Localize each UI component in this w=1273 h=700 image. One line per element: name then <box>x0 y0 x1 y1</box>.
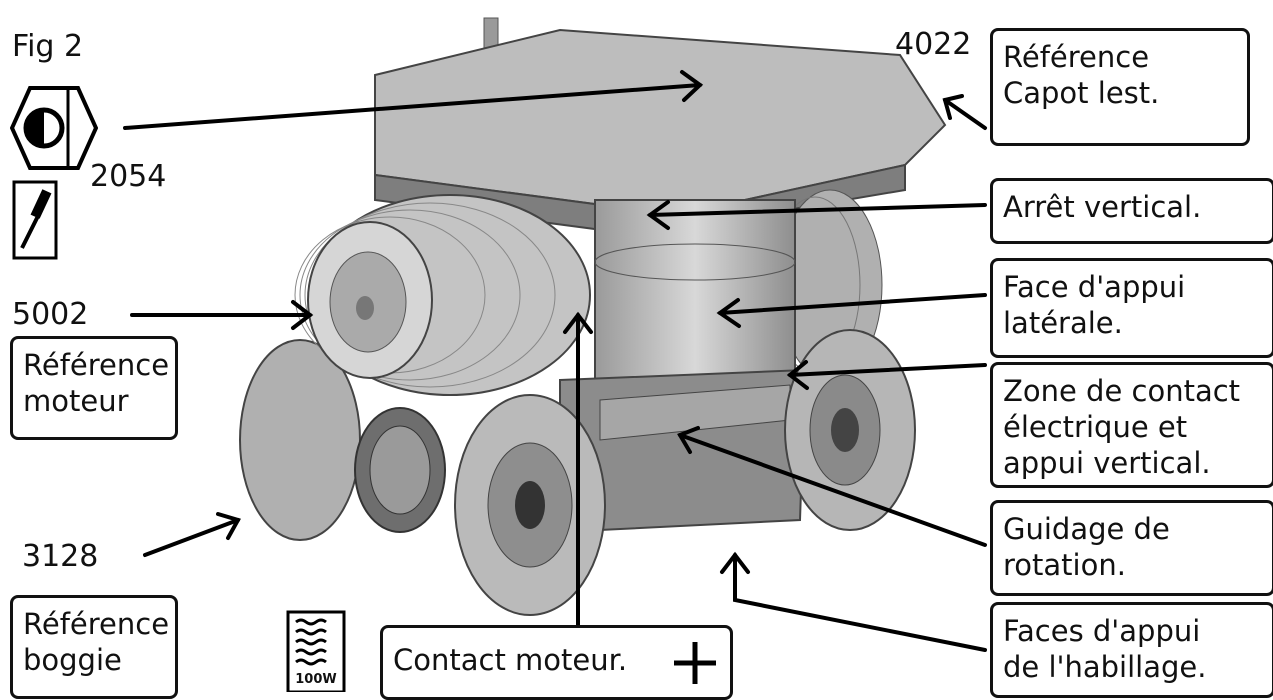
fairing-faces-line-1: Faces d'appui <box>1003 614 1201 648</box>
callout-arrows <box>123 70 987 652</box>
electric-contact-line-1: Zone de contact <box>1003 374 1241 408</box>
vertical-stop-callout: Arrêt vertical. <box>990 178 1273 244</box>
lateral-bearing-callout: Face d'appui latérale. <box>990 258 1273 358</box>
central-cylinder <box>594 199 796 401</box>
ballast-cover-line-1: Référence <box>1003 40 1150 74</box>
plus-icon <box>674 642 716 684</box>
soldering-power-label: 100W <box>295 672 337 687</box>
soldering-iron-icon: 100W <box>286 610 346 694</box>
bogie-callout: Référence boggie <box>10 595 178 699</box>
lateral-bearing-line-1: Face d'appui <box>1003 270 1186 304</box>
screwdriver-icon <box>12 180 58 260</box>
electric-contact-callout: Zone de contact électrique et appui vert… <box>990 362 1273 488</box>
lower-housing <box>559 368 807 532</box>
ballast-cover-callout: Référence Capot lest. <box>990 28 1250 146</box>
rotation-guide-line-2: rotation. <box>1003 548 1126 582</box>
motor-line-1: Référence <box>23 348 170 382</box>
fairing-faces-callout: Faces d'appui de l'habillage. <box>990 602 1273 698</box>
left-front-wheel <box>454 394 606 616</box>
nut-reference: 2054 <box>90 159 167 194</box>
motor-contact-label: Contact moteur. <box>393 643 628 677</box>
vertical-stop-line-1: Arrêt vertical. <box>1003 190 1202 224</box>
ballast-cover-reference: 4022 <box>895 27 972 62</box>
motor-callout: Référence moteur <box>10 336 178 440</box>
motor-contact-callout: Contact moteur. <box>380 625 733 700</box>
right-front-wheel <box>784 329 916 531</box>
lateral-bearing-line-2: latérale. <box>1003 306 1123 340</box>
fairing-faces-line-2: de l'habillage. <box>1003 650 1207 684</box>
motor-shape <box>294 194 591 396</box>
ballast-cover-line-2: Capot lest. <box>1003 76 1160 110</box>
bogie-reference: 3128 <box>22 539 99 574</box>
electric-contact-line-3: appui vertical. <box>1003 446 1211 480</box>
hex-nut-icon <box>9 85 99 171</box>
electric-contact-line-2: électrique et <box>1003 410 1188 444</box>
rotation-guide-callout: Guidage de rotation. <box>990 500 1273 596</box>
bogie-line-2: boggie <box>23 643 122 677</box>
bogie-line-1: Référence <box>23 607 170 641</box>
rotation-guide-line-1: Guidage de <box>1003 512 1170 546</box>
figure-title: Fig 2 <box>12 29 84 64</box>
motor-line-2: moteur <box>23 384 129 418</box>
drive-gear <box>354 407 446 533</box>
motor-reference: 5002 <box>12 297 89 332</box>
